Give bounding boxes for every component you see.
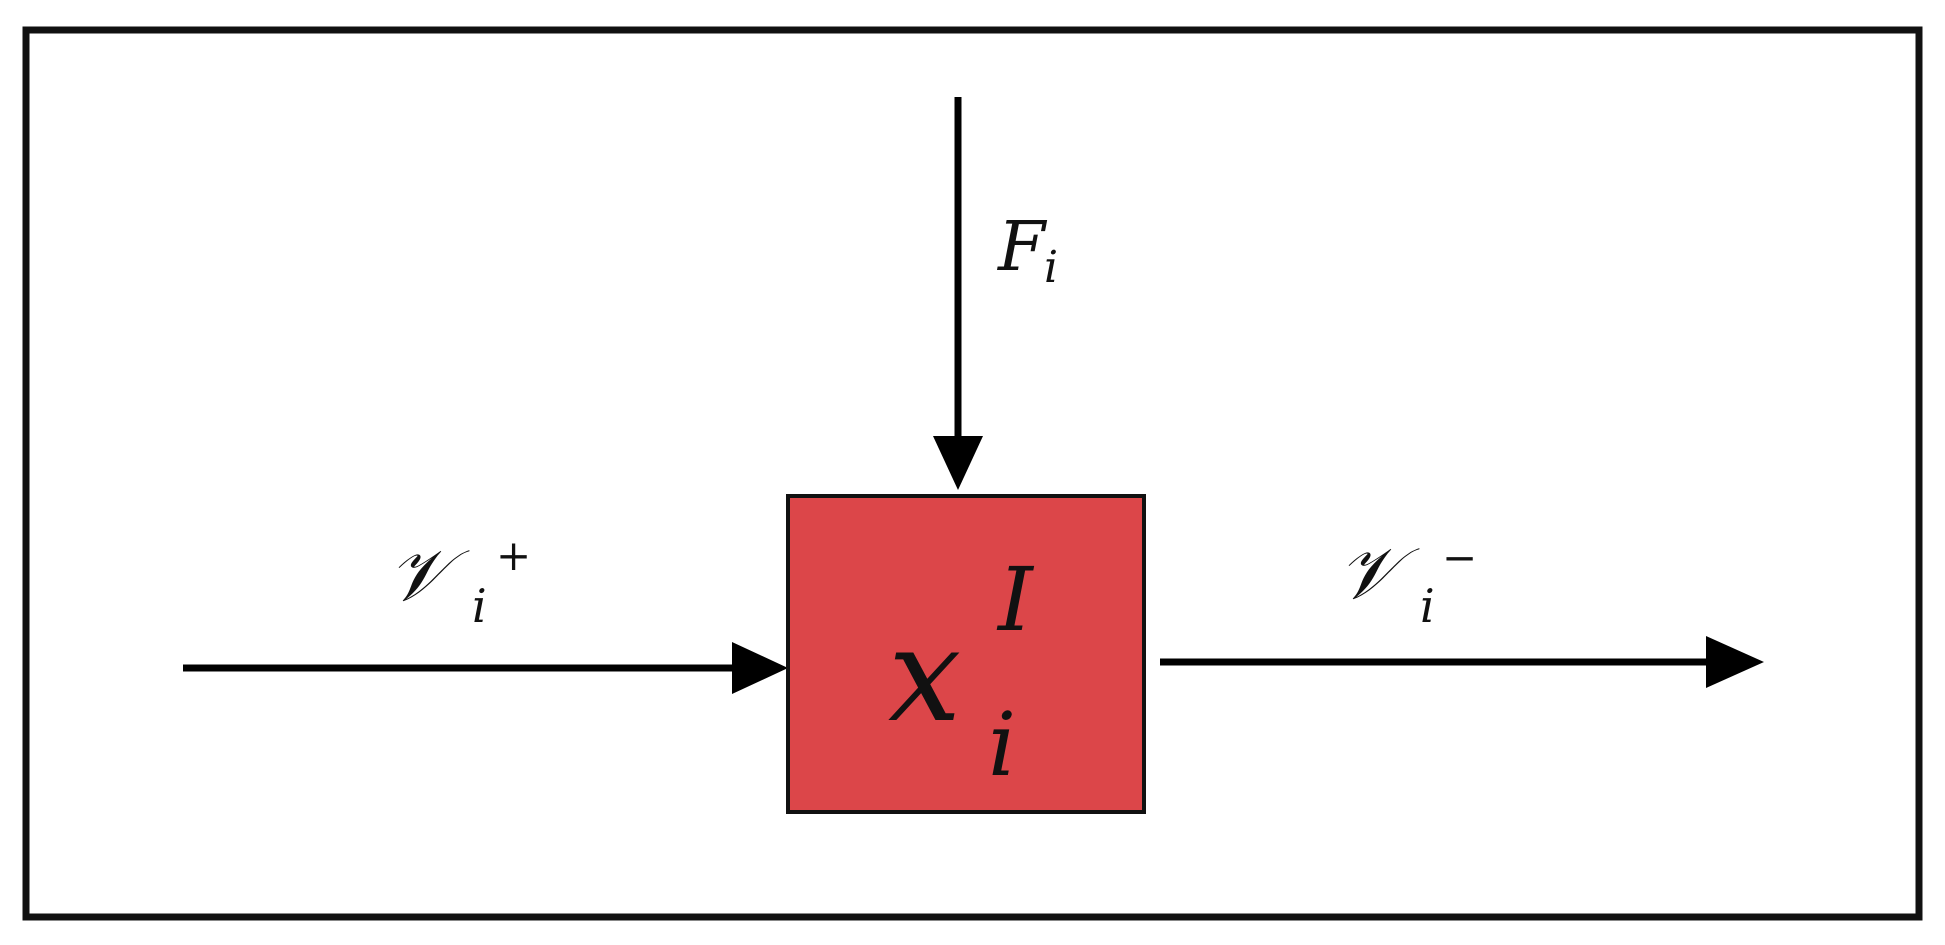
right-label-superscript: − — [1442, 533, 1477, 582]
node-label-subscript: i — [988, 693, 1016, 796]
right-arrow-head — [1706, 636, 1764, 688]
node-label: x I i — [888, 548, 1035, 796]
left-input-arrow — [183, 642, 788, 694]
right-output-arrow — [1160, 636, 1764, 688]
top-label-base: F — [996, 208, 1048, 287]
top-label-subscript: i — [1044, 242, 1058, 293]
top-arrow-head — [933, 436, 983, 490]
left-label-superscript: + — [496, 531, 531, 580]
left-arrow-head — [732, 642, 788, 694]
node-box — [786, 494, 1146, 814]
left-label-subscript: i — [472, 579, 487, 633]
node-label-superscript: I — [996, 548, 1035, 651]
node-label-base: x — [888, 599, 961, 751]
top-input-arrow — [933, 97, 983, 490]
right-label-subscript: i — [1420, 579, 1435, 633]
top-input-label: F i — [996, 208, 1058, 293]
